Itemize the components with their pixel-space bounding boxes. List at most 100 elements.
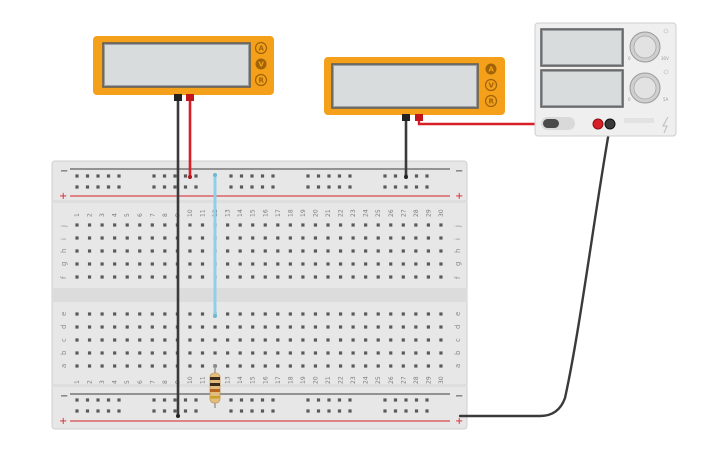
breadboard-hole[interactable] <box>263 223 267 227</box>
breadboard-hole[interactable] <box>113 364 117 368</box>
breadboard-hole[interactable] <box>213 338 217 342</box>
breadboard-hole[interactable] <box>96 398 100 402</box>
breadboard-hole[interactable] <box>426 325 430 329</box>
breadboard-hole[interactable] <box>389 312 393 316</box>
breadboard-hole[interactable] <box>414 174 419 178</box>
breadboard-hole[interactable] <box>393 409 398 413</box>
breadboard-hole[interactable] <box>326 249 330 253</box>
breadboard-hole[interactable] <box>288 338 292 342</box>
breadboard-hole[interactable] <box>163 275 167 279</box>
breadboard-hole[interactable] <box>152 409 156 413</box>
breadboard-hole[interactable] <box>113 275 117 279</box>
breadboard-hole[interactable] <box>162 409 167 413</box>
breadboard-hole[interactable] <box>250 174 254 178</box>
breadboard-hole[interactable] <box>125 325 129 329</box>
breadboard-hole[interactable] <box>326 351 330 355</box>
breadboard-hole[interactable] <box>183 174 188 178</box>
breadboard-hole[interactable] <box>276 312 280 316</box>
breadboard-hole[interactable] <box>301 262 305 266</box>
wire-endpoint[interactable] <box>188 175 192 179</box>
breadboard-hole[interactable] <box>75 262 79 266</box>
breadboard-hole[interactable] <box>338 249 343 253</box>
breadboard-hole[interactable] <box>150 312 154 316</box>
breadboard-hole[interactable] <box>276 325 280 329</box>
breadboard-hole[interactable] <box>337 185 342 189</box>
breadboard-hole[interactable] <box>439 275 443 279</box>
breadboard-hole[interactable] <box>414 312 418 316</box>
breadboard-hole[interactable] <box>125 312 129 316</box>
breadboard-hole[interactable] <box>138 249 142 253</box>
breadboard-hole[interactable] <box>75 351 79 355</box>
breadboard-hole[interactable] <box>238 351 242 355</box>
breadboard-hole[interactable] <box>326 338 330 342</box>
breadboard-hole[interactable] <box>75 325 79 329</box>
breadboard-hole[interactable] <box>200 364 205 368</box>
ohmmeter-mode-button[interactable] <box>484 94 498 108</box>
wire-black-psu-to-rail[interactable] <box>458 124 612 418</box>
breadboard-hole[interactable] <box>194 174 198 178</box>
breadboard-hole[interactable] <box>226 262 230 266</box>
breadboard-hole[interactable] <box>376 312 380 316</box>
breadboard-hole[interactable] <box>96 185 100 189</box>
breadboard-hole[interactable] <box>163 249 167 253</box>
breadboard-hole[interactable] <box>276 249 280 253</box>
breadboard-hole[interactable] <box>163 262 167 266</box>
breadboard-hole[interactable] <box>260 174 265 178</box>
breadboard-hole[interactable] <box>414 325 418 329</box>
breadboard-hole[interactable] <box>383 409 387 413</box>
breadboard-hole[interactable] <box>351 351 355 355</box>
breadboard-hole[interactable] <box>96 174 100 178</box>
breadboard-hole[interactable] <box>288 325 292 329</box>
breadboard-hole[interactable] <box>251 249 255 253</box>
breadboard-hole[interactable] <box>138 223 142 227</box>
breadboard-hole[interactable] <box>125 249 129 253</box>
breadboard-hole[interactable] <box>106 398 111 402</box>
breadboard-hole[interactable] <box>100 351 104 355</box>
breadboard-hole[interactable] <box>75 249 79 253</box>
breadboard-hole[interactable] <box>414 236 418 240</box>
breadboard-hole[interactable] <box>200 262 205 266</box>
breadboard-hole[interactable] <box>414 275 418 279</box>
breadboard-hole[interactable] <box>100 236 104 240</box>
breadboard-hole[interactable] <box>162 185 167 189</box>
breadboard-hole[interactable] <box>439 338 443 342</box>
breadboard-hole[interactable] <box>426 275 430 279</box>
breadboard-hole[interactable] <box>188 223 192 227</box>
breadboard-hole[interactable] <box>138 325 142 329</box>
breadboard-hole[interactable] <box>383 185 387 189</box>
breadboard-hole[interactable] <box>414 398 419 402</box>
breadboard-hole[interactable] <box>239 409 244 413</box>
breadboard-hole[interactable] <box>226 223 230 227</box>
breadboard-hole[interactable] <box>383 398 387 402</box>
breadboard-hole[interactable] <box>301 236 305 240</box>
breadboard-hole[interactable] <box>75 185 79 189</box>
breadboard-hole[interactable] <box>113 325 117 329</box>
breadboard-hole[interactable] <box>96 409 100 413</box>
breadboard-hole[interactable] <box>301 364 305 368</box>
breadboard-hole[interactable] <box>426 312 430 316</box>
breadboard-hole[interactable] <box>163 325 167 329</box>
breadboard-hole[interactable] <box>316 174 321 178</box>
breadboard-hole[interactable] <box>163 236 167 240</box>
breadboard-hole[interactable] <box>200 312 205 316</box>
breadboard-hole[interactable] <box>87 249 92 253</box>
breadboard-hole[interactable] <box>288 223 292 227</box>
breadboard-hole[interactable] <box>238 249 242 253</box>
breadboard-hole[interactable] <box>229 174 233 178</box>
breadboard-hole[interactable] <box>117 398 121 402</box>
breadboard-hole[interactable] <box>163 338 167 342</box>
multimeter-1[interactable]: A V R <box>93 36 274 101</box>
breadboard-hole[interactable] <box>75 364 79 368</box>
breadboard-hole[interactable] <box>100 223 104 227</box>
breadboard-hole[interactable] <box>401 223 405 227</box>
breadboard-hole[interactable] <box>188 351 192 355</box>
breadboard-hole[interactable] <box>213 325 217 329</box>
breadboard-hole[interactable] <box>364 312 368 316</box>
breadboard-hole[interactable] <box>125 364 129 368</box>
breadboard-hole[interactable] <box>229 409 233 413</box>
breadboard-hole[interactable] <box>87 275 92 279</box>
breadboard-hole[interactable] <box>200 325 205 329</box>
breadboard-hole[interactable] <box>200 351 205 355</box>
breadboard-hole[interactable] <box>326 312 330 316</box>
